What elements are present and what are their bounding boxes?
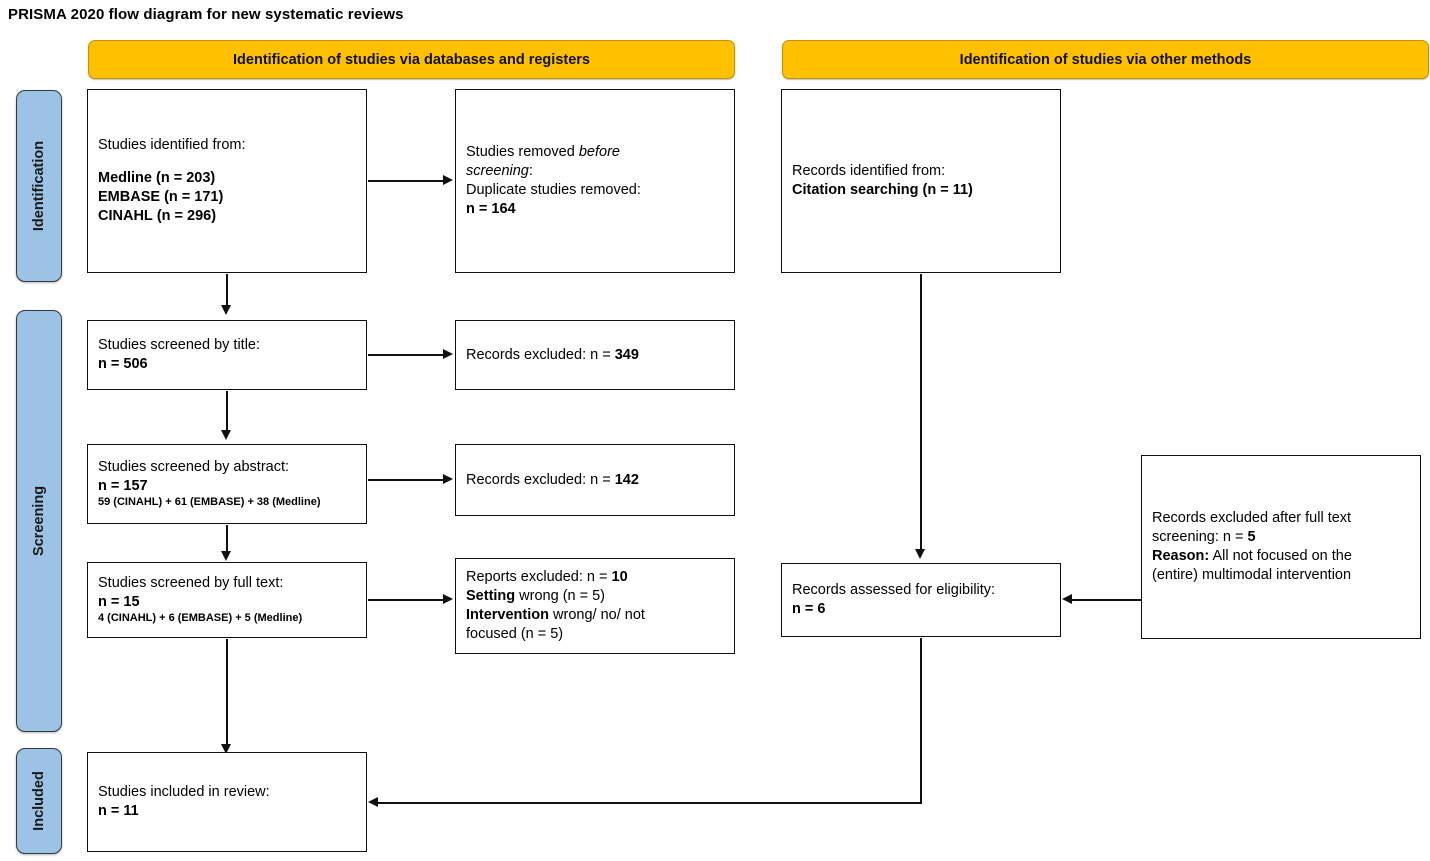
screened-title-line2: n = 506 — [98, 356, 148, 372]
box-records-excluded-title: Records excluded: n = 349 — [455, 320, 735, 390]
box-records-assessed-eligibility: Records assessed for eligibility: n = 6 — [781, 563, 1061, 637]
connector-identified-to-removed — [368, 180, 444, 182]
connector-fulltext-to-included — [226, 639, 228, 747]
stage-bar-screening: Screening — [16, 310, 62, 732]
excluded-title-line: Records excluded: n = 349 — [466, 346, 639, 363]
stage-label-screening: Screening — [31, 485, 47, 557]
screened-fulltext-breakdown: 4 (CINAHL) + 6 (EMBASE) + 5 (Medline) — [98, 611, 303, 624]
stage-label-identification: Identification — [31, 140, 47, 232]
arrowhead-fulltext-to-included — [221, 744, 231, 754]
box-reports-excluded: Reports excluded: n = 10 Setting wrong (… — [455, 558, 735, 654]
excluded-fulltext-line4: (entire) multimodal intervention — [1152, 566, 1352, 583]
excluded-abstract-line: Records excluded: n = 142 — [466, 471, 639, 488]
excluded-fulltext-line1: Records excluded after full text — [1152, 510, 1352, 527]
excluded-fulltext-line3: Reason: All not focused on the — [1152, 548, 1352, 564]
arrowhead-title-to-excluded — [443, 349, 453, 359]
connector-other-to-eligibility — [920, 274, 922, 552]
other-identified-line2: Citation searching (n = 11) — [792, 182, 973, 198]
screened-abstract-line2: n = 157 — [98, 478, 148, 495]
connector-title-to-excluded — [368, 354, 444, 356]
arrowhead-fulltext-to-reports-excluded — [443, 594, 453, 604]
removed-line2: screening: — [466, 163, 533, 180]
identified-source-2: CINAHL (n = 296) — [98, 207, 217, 224]
box-studies-screened-title: Studies screened by title: n = 506 — [87, 320, 367, 390]
banner-databases-registers: Identification of studies via databases … — [88, 40, 735, 79]
screened-fulltext-line2: n = 15 — [98, 594, 140, 611]
box-records-excluded-abstract: Records excluded: n = 142 — [455, 444, 735, 516]
page-title: PRISMA 2020 flow diagram for new systema… — [8, 6, 404, 23]
identified-line1: Studies identified from: — [98, 137, 246, 154]
stage-label-included: Included — [31, 771, 47, 831]
arrowhead-identified-to-removed — [443, 175, 453, 185]
included-line2: n = 11 — [98, 803, 139, 819]
screened-title-line1: Studies screened by title: — [98, 337, 261, 354]
eligibility-line1: Records assessed for eligibility: — [792, 582, 996, 599]
connector-abstract-to-fulltext — [226, 525, 228, 554]
connector-abstract-to-excluded — [368, 479, 444, 481]
removed-line1: Studies removed before — [466, 144, 620, 161]
reports-excluded-line2: Setting wrong (n = 5) — [466, 588, 606, 605]
screened-fulltext-line1: Studies screened by full text: — [98, 575, 284, 592]
connector-title-to-abstract — [226, 391, 228, 433]
reports-excluded-line4: focused (n = 5) — [466, 625, 564, 642]
eligibility-line2: n = 6 — [792, 601, 826, 617]
other-identified-line1: Records identified from: — [792, 163, 946, 180]
arrowhead-abstract-to-fulltext — [221, 551, 231, 561]
box-studies-included: Studies included in review: n = 11 — [87, 752, 367, 852]
connector-eligibility-down — [920, 638, 922, 804]
connector-identified-to-screened-title — [226, 274, 228, 308]
removed-line4: n = 164 — [466, 200, 516, 217]
box-records-identified-other: Records identified from: Citation search… — [781, 89, 1061, 273]
box-records-excluded-after-fulltext: Records excluded after full text screeni… — [1141, 455, 1421, 639]
arrowhead-title-to-abstract — [221, 430, 231, 440]
box-studies-removed-before-screening: Studies removed before screening: Duplic… — [455, 89, 735, 273]
arrowhead-abstract-to-excluded — [443, 474, 453, 484]
arrowhead-identified-to-screened-title — [221, 305, 231, 315]
identified-source-0: Medline (n = 203) — [98, 170, 216, 187]
arrowhead-eligibility-to-included — [368, 797, 378, 807]
screened-abstract-line1: Studies screened by abstract: — [98, 459, 290, 476]
box-studies-identified: Studies identified from: Medline (n = 20… — [87, 89, 367, 273]
reports-excluded-line3: Intervention wrong/ no/ not — [466, 607, 645, 623]
stage-bar-identification: Identification — [16, 90, 62, 282]
arrowhead-excluded-fulltext-to-eligibility — [1062, 594, 1072, 604]
removed-line3: Duplicate studies removed: — [466, 182, 641, 198]
reports-excluded-line1: Reports excluded: n = 10 — [466, 569, 628, 586]
excluded-fulltext-line2: screening: n = 5 — [1152, 529, 1256, 546]
identified-source-1: EMBASE (n = 171) — [98, 189, 224, 205]
connector-eligibility-to-included — [378, 802, 921, 804]
box-studies-screened-abstract: Studies screened by abstract: n = 157 59… — [87, 444, 367, 524]
banner-other-methods: Identification of studies via other meth… — [782, 40, 1429, 79]
included-line1: Studies included in review: — [98, 784, 270, 801]
screened-abstract-breakdown: 59 (CINAHL) + 61 (EMBASE) + 38 (Medline) — [98, 495, 321, 508]
connector-fulltext-to-reports-excluded — [368, 599, 444, 601]
arrowhead-other-to-eligibility — [915, 549, 925, 559]
stage-bar-included: Included — [16, 748, 62, 854]
box-studies-screened-fulltext: Studies screened by full text: n = 15 4 … — [87, 562, 367, 638]
connector-excluded-fulltext-to-eligibility — [1072, 599, 1142, 601]
